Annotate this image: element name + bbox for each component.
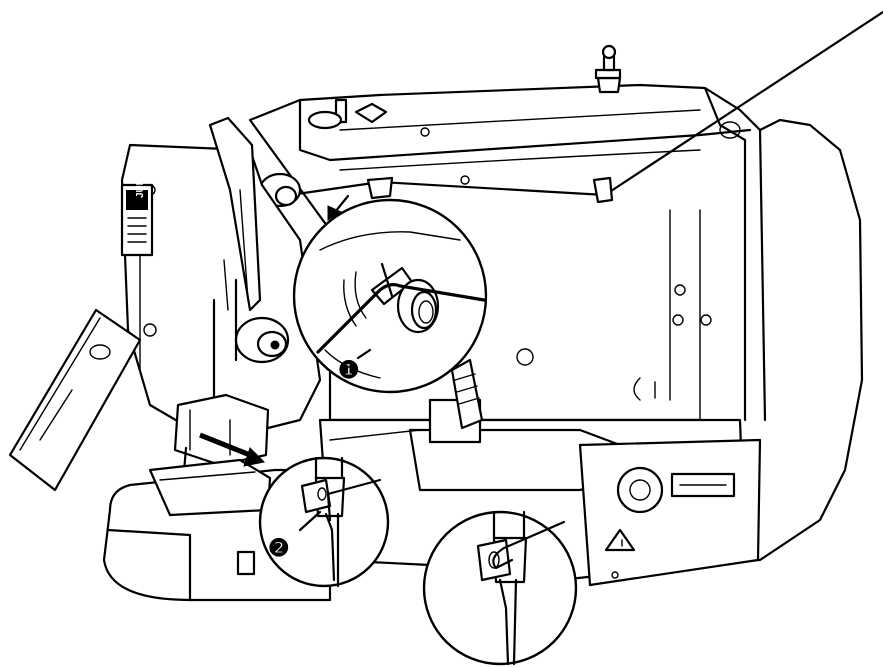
thread-guide-arm [368,178,392,198]
detail-circle-needle-thread [424,512,576,664]
front-cover-plate [580,440,760,585]
callout-1-label: ❶ [338,357,360,384]
callout-2-label: ❷ [268,535,290,562]
top-thread-tension-knob [596,46,620,92]
thread-guide-right [594,178,612,202]
lower-tension-disc [236,318,288,362]
detail-circle-needle-guide [260,458,388,586]
detail-circle-tension [294,200,486,392]
side-panel [10,310,140,490]
logo-text: JUKI [135,175,146,198]
juki-logo: JUKI [122,175,152,255]
